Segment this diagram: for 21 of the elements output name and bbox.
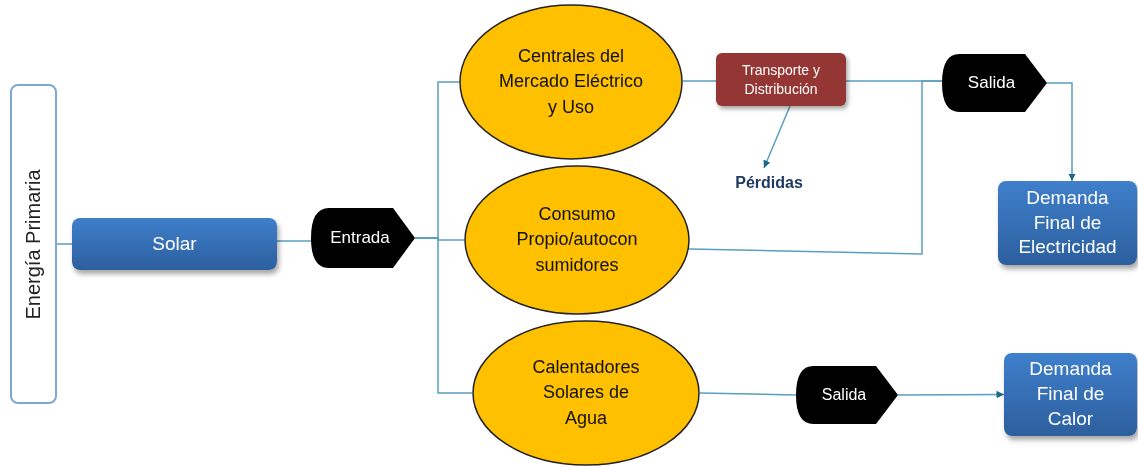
arrow: [1046, 82, 1076, 182]
connector-line: [276, 240, 312, 242]
process-box: Transporte y Distribución: [716, 53, 846, 106]
label-box: Energía Primaria: [10, 84, 57, 404]
process-box: Demanda Final de Calor: [1004, 353, 1137, 436]
process-ellipse: Consumo Propio/autocon sumidores: [464, 165, 690, 315]
process-ellipse: Calentadores Solares de Agua: [472, 320, 700, 466]
display-shape: Salida: [796, 366, 898, 424]
arrow: [763, 105, 791, 169]
connector-line: [414, 237, 473, 394]
process-ellipse: Centrales del Mercado Eléctrico y Uso: [459, 4, 683, 160]
connector-line: [699, 392, 797, 396]
connector-line: [56, 243, 73, 245]
process-box: Demanda Final de Electricidad: [998, 181, 1137, 265]
process-box: Solar: [72, 218, 277, 270]
edge-label-text: Pérdidas: [724, 170, 814, 196]
display-shape: Salida: [942, 54, 1047, 112]
connector-line: [682, 80, 717, 82]
arrow: [897, 390, 1005, 399]
display-shape: Entrada: [311, 208, 415, 268]
connector-line: [688, 80, 943, 255]
